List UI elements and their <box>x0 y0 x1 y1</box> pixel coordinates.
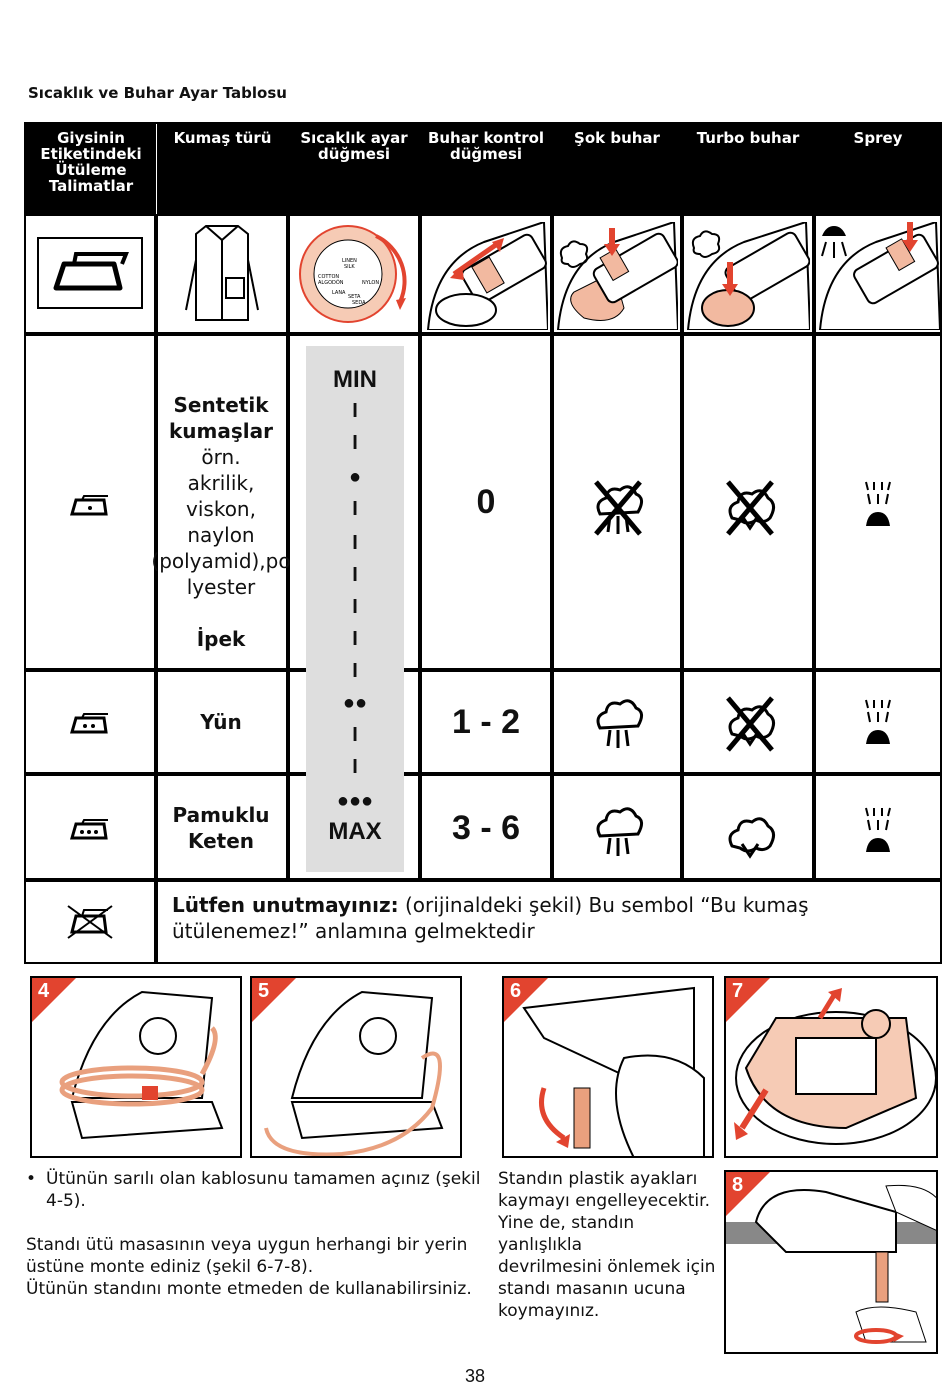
turbo-steam-icon <box>728 817 775 859</box>
fabric-name: İpek <box>196 627 246 651</box>
header-steam-control: Buhar kontrol düğmesi <box>420 124 552 216</box>
temp-dot-2: ●● <box>342 692 368 714</box>
temperature-dial-icon: LINEN SILK COTTON NYLON LANA SETA SEDA A… <box>299 225 407 323</box>
figure-number: 7 <box>732 980 744 1002</box>
temp-tick: I <box>352 400 358 422</box>
steam-setting-3-6: 3 - 6 <box>451 808 521 847</box>
instruction-line: Ütünün sarılı olan kablosunu tamamen açı… <box>46 1169 481 1189</box>
instruction-line: koymayınız. <box>498 1301 600 1321</box>
figure-number: 4 <box>38 980 50 1002</box>
dial-label-lana: LANA <box>332 290 346 296</box>
spray-allowed-icon <box>865 481 891 526</box>
temp-min-label: MIN <box>333 366 377 393</box>
right-instructions: Standın plastik ayakları kaymayı engelle… <box>498 1168 718 1322</box>
iron-label-icon <box>37 237 143 309</box>
iron-three-dot-icon <box>70 819 108 840</box>
temp-tick: I <box>352 564 358 586</box>
instruction-line: devrilmesini önlemek için <box>498 1257 716 1277</box>
figure-5: 5 <box>250 976 462 1158</box>
page-title: Sıcaklık ve Buhar Ayar Tablosu <box>28 84 287 102</box>
fabric-wool: Yün <box>200 710 242 734</box>
instruction-line: standı masanın ucuna <box>498 1279 686 1299</box>
spray-icon <box>818 222 940 330</box>
fabric-name: Pamuklu <box>172 803 270 827</box>
instruction-line: üstüne monte ediniz (şekil 6-7-8). <box>26 1257 314 1277</box>
header-spray: Sprey <box>814 124 942 216</box>
fabric-name: kumaşlar <box>169 419 273 443</box>
settings-table: Giysinin Etiketindeki Ütüleme Talimatlar… <box>24 122 942 964</box>
fabric-desc: lyester <box>186 575 256 599</box>
fabric-name: Keten <box>187 829 255 853</box>
instruction-line: kaymayı engelleyecektir. <box>498 1191 710 1211</box>
fabric-desc: (polyamid),po <box>151 549 291 573</box>
figure-7: 7 <box>724 976 938 1158</box>
instruction-line: Yine de, standın yanlışlıkla <box>498 1213 635 1255</box>
steam-control-icon <box>426 222 548 330</box>
steam-setting-0: 0 <box>476 482 496 521</box>
instruction-line: Standı ütü masasının veya uygun herhangi… <box>26 1235 468 1255</box>
temp-dot-1: ● <box>348 466 362 488</box>
header-label-instructions: Giysinin Etiketindeki Ütüleme Talimatlar <box>26 124 156 216</box>
shock-steam-crossed-icon <box>594 480 643 536</box>
figure-number: 5 <box>258 980 270 1002</box>
shock-steam-icon <box>596 807 643 856</box>
figure-8: 8 <box>724 1170 938 1354</box>
fabric-desc: viskon, naylon <box>186 497 256 547</box>
left-instructions: • Ütünün sarılı olan kablosunu tamamen a… <box>26 1168 486 1300</box>
temp-tick: I <box>352 432 358 454</box>
temp-tick: I <box>352 596 358 618</box>
do-not-iron-icon <box>67 905 113 939</box>
dial-label-linen: LINEN <box>342 258 357 264</box>
dial-label-seda: SEDA <box>352 300 366 306</box>
header-shock-steam: Şok buhar <box>552 124 682 216</box>
spray-allowed-icon <box>865 699 891 744</box>
temp-tick: I <box>352 660 358 682</box>
turbo-steam-crossed-icon <box>726 480 775 536</box>
instruction-line: Standın plastik ayakları <box>498 1169 698 1189</box>
header-turbo-steam: Turbo buhar <box>682 124 814 216</box>
fabric-synthetic: Sentetik kumaşlar örn. akrilik, viskon, … <box>151 372 290 672</box>
temp-tick: I <box>352 628 358 650</box>
dial-label-silk: SILK <box>344 264 355 270</box>
steam-setting-1-2: 1 - 2 <box>451 702 521 741</box>
instruction-line: 4-5). <box>46 1191 86 1211</box>
dial-label-cotton: COTTON <box>318 274 339 280</box>
temp-tick: I <box>352 532 358 554</box>
temp-dot-3: ●●● <box>336 790 374 812</box>
note-body: (orijinaldeki şekil) Bu sembol “Bu kumaş… <box>172 893 809 943</box>
iron-two-dot-icon <box>70 713 108 734</box>
note-text: Lütfen unutmayınız: (orijinaldeki şekil)… <box>172 892 912 944</box>
turbo-steam-crossed-icon <box>726 696 775 752</box>
spray-allowed-icon <box>865 807 891 852</box>
iron-one-dot-icon <box>70 495 108 516</box>
bullet: • <box>26 1169 37 1189</box>
dial-label-algodon: ALGODÓN <box>318 279 344 286</box>
figure-number: 6 <box>510 980 522 1002</box>
fabric-desc: akrilik, <box>187 471 255 495</box>
header-fabric-type: Kumaş türü <box>157 124 288 216</box>
note-bold: Lütfen unutmayınız: <box>172 893 399 917</box>
temp-max-label: MAX <box>328 818 382 845</box>
figure-4: 4 <box>30 976 242 1158</box>
temp-tick: I <box>352 724 358 746</box>
header-temp-dial: Sıcaklık ayar düğmesi <box>288 124 420 216</box>
page-number: 38 <box>464 1366 486 1386</box>
dial-label-nylon: NYLON <box>362 280 379 286</box>
shirt-icon <box>185 225 259 321</box>
temp-tick: I <box>352 756 358 778</box>
instruction-line: Ütünün standını monte etmeden de kullana… <box>26 1279 472 1299</box>
shock-steam-icon <box>596 699 643 748</box>
dial-label-seta: SETA <box>348 294 361 300</box>
fabric-desc: örn. <box>201 445 241 469</box>
shock-steam-icon <box>556 222 678 330</box>
figure-number: 8 <box>732 1174 744 1196</box>
fabric-name: Sentetik <box>173 393 269 417</box>
figure-6: 6 <box>502 976 714 1158</box>
turbo-steam-icon <box>686 222 810 330</box>
temp-tick: I <box>352 498 358 520</box>
temperature-scale-bar: MIN I I ● I I I I I I ●● I I ●●● MAX <box>306 346 404 872</box>
